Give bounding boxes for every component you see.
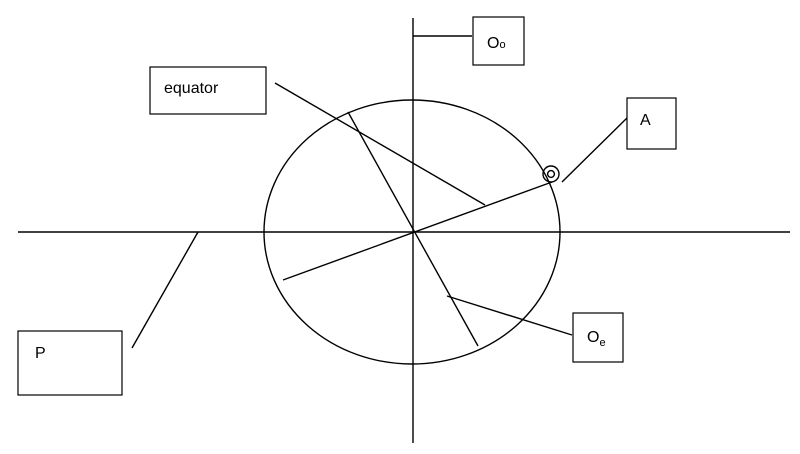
oe-label: Oe: [587, 329, 606, 349]
oe-label-main: O: [587, 329, 599, 346]
a-axis-line: [282, 181, 553, 281]
oo-label-main: O: [487, 35, 499, 52]
oo-box: [472, 16, 525, 66]
a-label: A: [640, 112, 651, 129]
p-leader: [131, 231, 199, 349]
equator-leader: [274, 82, 486, 206]
oe-box: [572, 312, 624, 363]
equator-box: [149, 66, 267, 115]
a-marker-outer: [542, 165, 560, 183]
a-box: [626, 97, 677, 150]
p-label: P: [35, 345, 46, 362]
oe-leader: [446, 295, 573, 336]
ellipse: [263, 99, 561, 365]
oe-label-sub: e: [599, 337, 605, 349]
a-marker-inner: [546, 169, 556, 179]
oe-axis-line: [347, 111, 479, 347]
p-box: [17, 330, 123, 396]
oo-label-sub: o: [499, 39, 505, 51]
oo-label: Oo: [487, 35, 506, 52]
equator-label: equator: [164, 80, 219, 97]
a-leader: [561, 117, 628, 183]
